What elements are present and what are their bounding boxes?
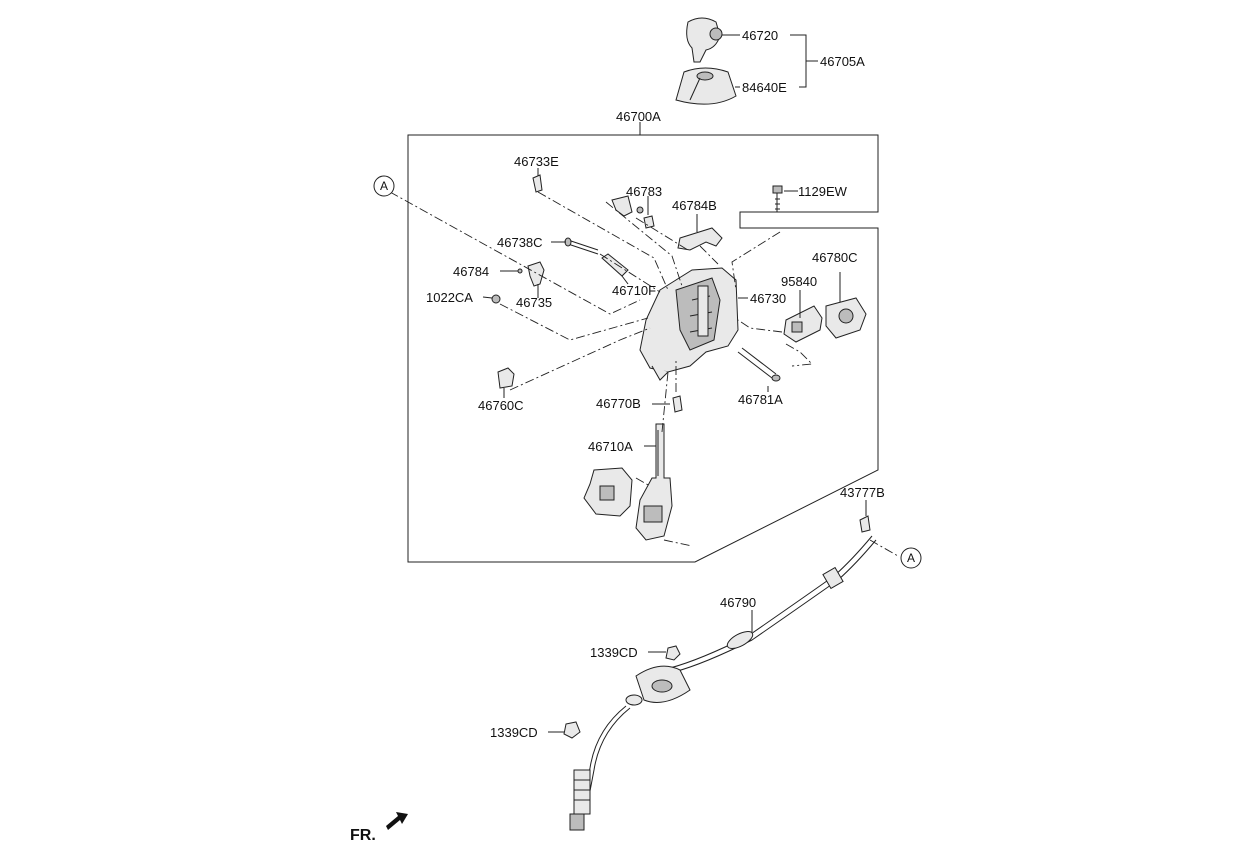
pin-46760C [497,367,515,389]
label-1339CD-upper: 1339CD [590,645,638,660]
callout-a-right: A [900,547,922,569]
bolt-1129EW [772,185,783,212]
lever-46710A [635,423,673,541]
shift-cable [569,535,877,831]
bracket-46783 [611,195,655,229]
label-95840: 95840 [781,274,817,289]
label-46770B: 46770B [596,396,641,411]
label-46738C: 46738C [497,235,543,250]
front-direction-indicator: FR. [350,812,408,844]
label-46784: 46784 [453,264,489,279]
label-46781A: 46781A [738,392,783,407]
label-1339CD-lower: 1339CD [490,725,538,740]
pin-46738C [564,237,599,255]
cover-46784B [677,227,723,251]
label-46790: 46790 [720,595,756,610]
shift-boot [675,67,737,105]
callout-a-left: A [373,175,395,197]
shift-knob [686,17,723,63]
svg-text:A: A [907,551,915,565]
clip-43777B [859,515,871,533]
shifter-housing [639,267,739,381]
assembly-boundary [407,134,879,563]
label-84640E: 84640E [742,80,787,95]
label-46784B: 46784B [672,198,717,213]
svg-text:FR.: FR. [350,827,376,844]
label-46710F: 46710F [612,283,656,298]
pin-46781A [737,347,781,382]
label-43777B: 43777B [840,485,885,500]
label-46760C: 46760C [478,398,524,413]
clip-46733E [532,174,543,193]
svg-text:A: A [380,179,388,193]
label-46705A: 46705A [820,54,865,69]
label-46720: 46720 [742,28,778,43]
label-46780C: 46780C [812,250,858,265]
label-46735: 46735 [516,295,552,310]
nut-1339CD-lower [563,721,581,739]
label-46730: 46730 [750,291,786,306]
label-1022CA: 1022CA [426,290,473,305]
lever-46735 [527,261,545,298]
label-1129EW: 1129EW [798,184,848,199]
nut-1339CD-upper [665,645,681,661]
switch-46780C [825,272,867,339]
label-46733E: 46733E [514,154,559,169]
label-46710A: 46710A [588,439,633,454]
connector-95840 [783,290,823,343]
spring-46770B [672,395,683,413]
bracket-base [583,467,633,517]
label-46783: 46783 [626,184,662,199]
label-46700A: 46700A [616,109,661,124]
sleeve-46710F [601,253,629,277]
